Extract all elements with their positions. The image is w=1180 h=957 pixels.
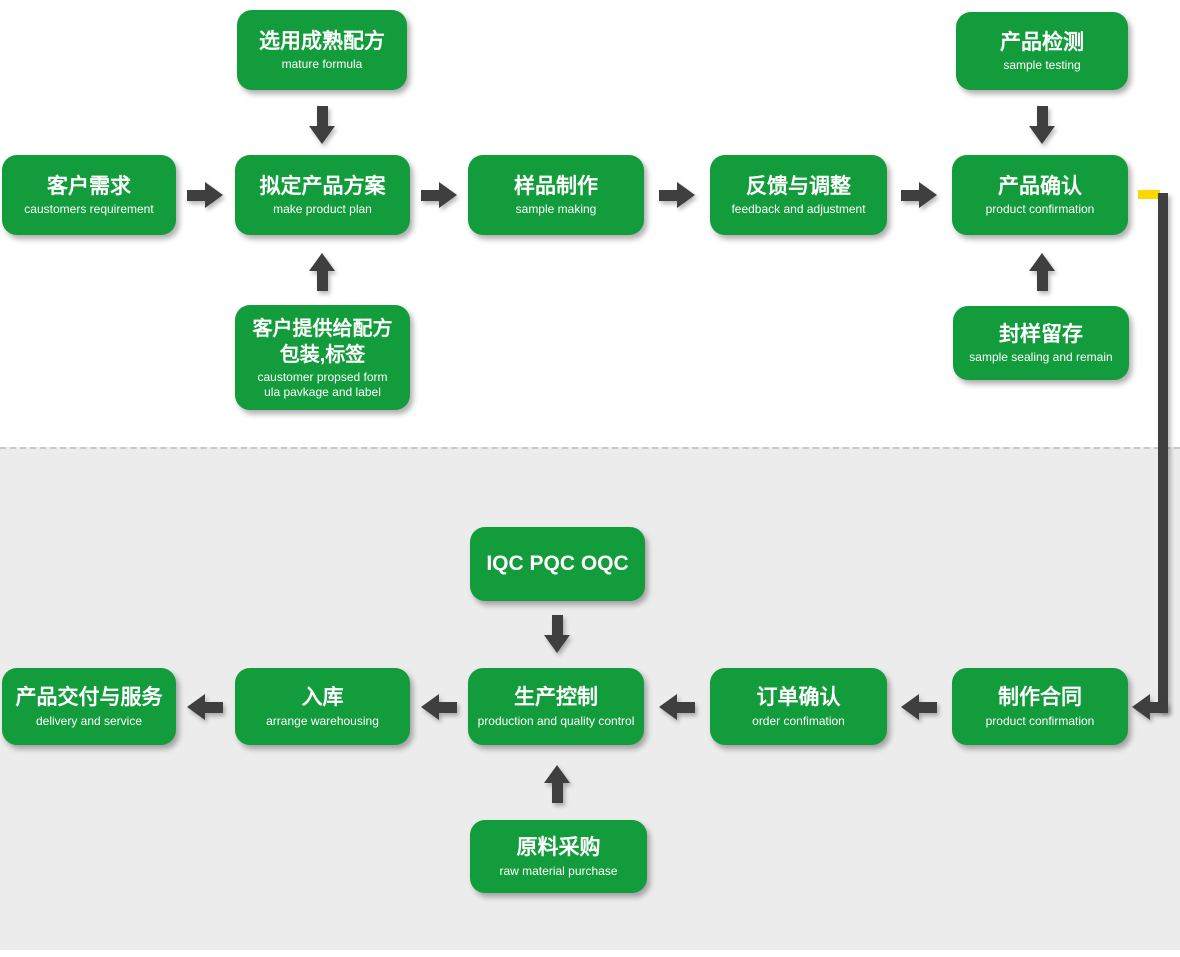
connector-arrow-left-icon xyxy=(1132,694,1168,720)
node-subtitle-en: product confirmation xyxy=(985,713,1095,728)
arrow-right-icon xyxy=(421,182,457,208)
node-title-zh: 包装,标签 xyxy=(279,343,366,366)
node-title-zh: 客户提供给配方 xyxy=(252,317,393,340)
node-raw-material: 原料采购 raw material purchase xyxy=(470,820,647,893)
node-sample-testing: 产品检测 sample testing xyxy=(956,12,1128,90)
arrow-left-icon xyxy=(901,694,937,720)
node-customer-requirement: 客户需求 caustomers requirement xyxy=(2,155,176,235)
node-delivery-service: 产品交付与服务 delivery and service xyxy=(2,668,176,745)
node-subtitle-en: feedback and adjustment xyxy=(731,202,866,217)
arrow-up-icon xyxy=(544,765,570,803)
node-title-zh: 客户需求 xyxy=(47,174,131,198)
node-feedback-adjustment: 反馈与调整 feedback and adjustment xyxy=(710,155,887,235)
node-title-zh: 产品检测 xyxy=(1000,30,1084,54)
node-title-zh: 样品制作 xyxy=(514,174,598,198)
node-title-zh: 制作合同 xyxy=(998,686,1082,710)
node-subtitle-en: caustomer propsed form xyxy=(257,369,388,384)
arrow-down-icon xyxy=(309,106,335,144)
arrow-down-icon xyxy=(544,615,570,653)
arrow-left-icon xyxy=(187,694,223,720)
node-title-zh: 产品确认 xyxy=(998,174,1082,198)
node-order-confirmation: 订单确认 order confimation xyxy=(710,668,887,745)
node-subtitle-en: make product plan xyxy=(273,202,372,217)
arrow-down-icon xyxy=(1029,106,1055,144)
node-title-zh: 产品交付与服务 xyxy=(15,686,163,710)
node-contract: 制作合同 product confirmation xyxy=(952,668,1128,745)
node-subtitle-en: sample sealing and remain xyxy=(969,350,1113,365)
node-subtitle-en: order confimation xyxy=(752,713,845,728)
node-mature-formula: 选用成熟配方 mature formula xyxy=(237,10,407,90)
node-title-zh: 订单确认 xyxy=(756,686,841,710)
node-title-zh: 原料采购 xyxy=(516,836,601,860)
node-subtitle-en: ula pavkage and label xyxy=(264,384,381,399)
arrow-right-icon xyxy=(901,182,937,208)
node-title-zh: 拟定产品方案 xyxy=(259,174,386,198)
arrow-right-icon xyxy=(187,182,223,208)
node-product-confirmation: 产品确认 product confirmation xyxy=(952,155,1128,235)
node-warehousing: 入库 arrange warehousing xyxy=(235,668,410,745)
arrow-up-icon xyxy=(1029,253,1055,291)
node-iqc-pqc-oqc: IQC PQC OQC xyxy=(470,527,645,601)
node-sample-making: 样品制作 sample making xyxy=(468,155,644,235)
node-subtitle-en: product confirmation xyxy=(985,202,1095,217)
node-make-product-plan: 拟定产品方案 make product plan xyxy=(235,155,410,235)
connector-yellow-segment xyxy=(1138,190,1160,199)
node-customer-formula: 客户提供给配方 包装,标签 caustomer propsed form ula… xyxy=(235,305,410,410)
node-sample-sealing: 封样留存 sample sealing and remain xyxy=(953,306,1129,380)
arrow-left-icon xyxy=(659,694,695,720)
node-production-control: 生产控制 production and quality control xyxy=(468,668,644,745)
node-title-zh: 封样留存 xyxy=(999,322,1083,346)
node-subtitle-en: arrange warehousing xyxy=(266,713,379,728)
node-title-zh: 生产控制 xyxy=(514,686,598,710)
node-title-zh: IQC PQC OQC xyxy=(486,552,629,576)
node-title-zh: 选用成熟配方 xyxy=(259,29,385,53)
connector-vertical-line xyxy=(1158,193,1168,712)
node-subtitle-en: raw material purchase xyxy=(499,863,618,878)
node-subtitle-en: production and quality control xyxy=(477,713,635,728)
node-title-zh: 入库 xyxy=(301,686,344,710)
node-subtitle-en: sample testing xyxy=(1003,58,1081,73)
node-title-zh: 反馈与调整 xyxy=(746,174,851,198)
arrow-right-icon xyxy=(659,182,695,208)
node-subtitle-en: mature formula xyxy=(281,57,363,72)
node-subtitle-en: caustomers requirement xyxy=(24,202,154,217)
arrow-up-icon xyxy=(309,253,335,291)
node-subtitle-en: delivery and service xyxy=(35,713,143,728)
node-subtitle-en: sample making xyxy=(515,202,597,217)
arrow-left-icon xyxy=(421,694,457,720)
